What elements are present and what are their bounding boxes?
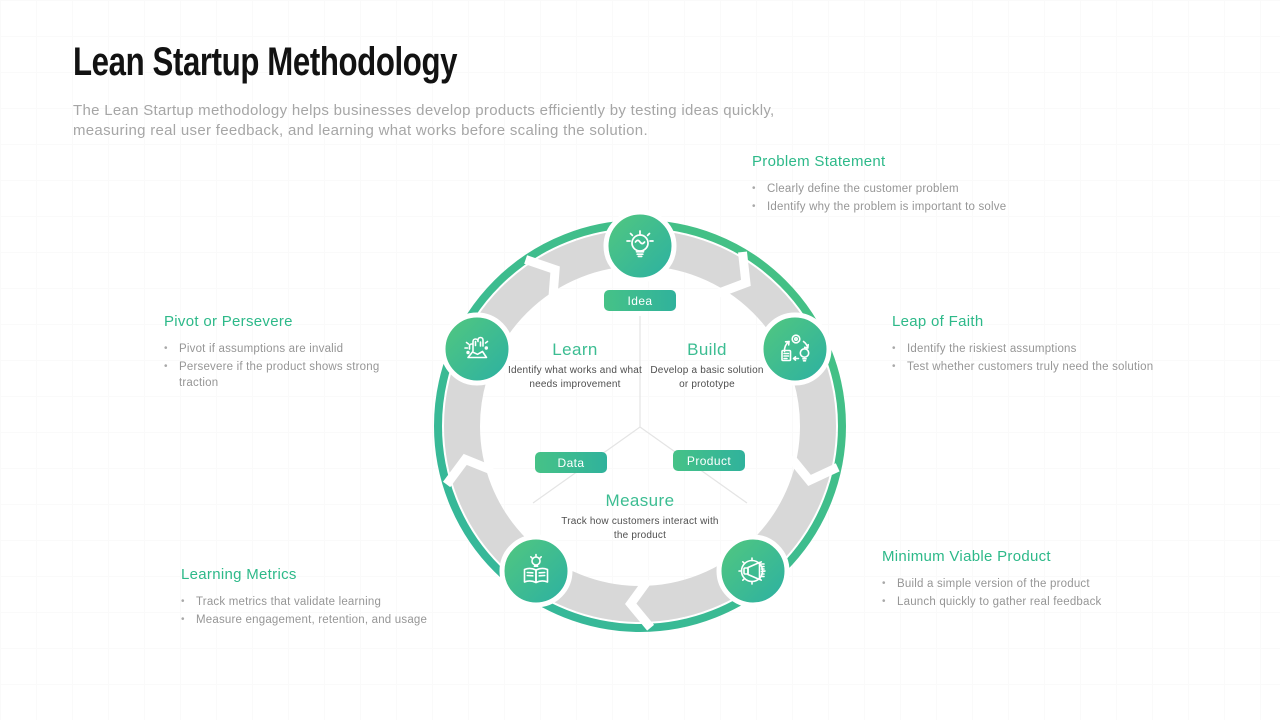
callout-title: Minimum Viable Product <box>882 548 1051 565</box>
bullet-text: Measure engagement, retention, and usage <box>196 614 428 626</box>
bullet-item: • Measure engagement, retention, and usag… <box>181 612 511 628</box>
bullet-text: Pivot if assumptions are invalid <box>179 343 344 355</box>
bullet-item: • Persevere if the product shows strong t… <box>164 359 396 391</box>
bullet-item: • Build a simple version of the product <box>882 576 1212 592</box>
page-title: Lean Startup Methodology <box>73 40 458 84</box>
bullet-item: • Launch quickly to gather real feedback <box>882 594 1212 610</box>
launch-megaphone-gear-icon <box>738 557 766 585</box>
idea-node <box>603 209 677 283</box>
stage-learn-description: Identify what works and what needs impro… <box>508 365 642 390</box>
bullet-dot: • <box>752 183 756 194</box>
arrow-chevrons <box>442 251 840 631</box>
bullet-dot: • <box>164 343 168 354</box>
bullet-dot: • <box>892 343 896 354</box>
bullet-dot: • <box>882 596 886 607</box>
bullet-item: • Clearly define the customer problem <box>752 181 1082 197</box>
stage-build-label: Build <box>687 340 727 359</box>
bullet-dot: • <box>882 578 886 589</box>
callout-minimum-viable-product: Minimum Viable Product • Build a simple v… <box>882 548 1212 612</box>
bullet-text: Persevere if the product shows strong tr… <box>179 361 380 389</box>
callout-pivot-or-persevere: Pivot or Persevere • Pivot if assumptions… <box>164 313 396 393</box>
pivot-node <box>440 312 514 386</box>
bullet-dot: • <box>164 361 168 372</box>
callout-title: Pivot or Persevere <box>164 313 293 330</box>
bullet-text: Build a simple version of the product <box>897 578 1090 590</box>
bullet-text: Test whether customers truly need the so… <box>907 361 1154 373</box>
bullet-text: Launch quickly to gather real feedback <box>897 596 1102 608</box>
product-pill: Product <box>673 450 745 471</box>
stage-measure-description: Track how customers interact with the pr… <box>561 516 719 541</box>
callout-title: Leap of Faith <box>892 313 984 330</box>
callout-learning-metrics: Learning Metrics • Track metrics that val… <box>181 566 511 630</box>
stage-measure-label: Measure <box>605 491 675 510</box>
idea-pill: Idea <box>604 290 676 311</box>
slide-subtitle: The Lean Startup methodology helps busin… <box>73 102 775 139</box>
stage-learn-label: Learn <box>552 340 598 359</box>
bullet-item: • Track metrics that validate learning <box>181 594 511 610</box>
stage-build-description: Develop a basic solution or prototype <box>650 365 764 390</box>
build-iteration-icon <box>781 334 810 362</box>
learning-book-lightbulb-icon <box>523 553 549 584</box>
learning-node <box>499 534 573 608</box>
callout-leap-of-faith: Leap of Faith • Identify the riskiest ass… <box>892 313 1222 377</box>
bullet-dot: • <box>181 614 185 625</box>
pivot-fist-icon <box>464 336 489 359</box>
bullet-text: Identify the riskiest assumptions <box>907 343 1077 355</box>
bullet-item: • Test whether customers truly need the s… <box>892 359 1222 375</box>
bullet-item: • Pivot if assumptions are invalid <box>164 341 396 357</box>
build-node <box>758 312 832 386</box>
bullet-dot: • <box>181 596 185 607</box>
callout-title: Problem Statement <box>752 153 886 170</box>
bullet-text: Clearly define the customer problem <box>767 183 959 195</box>
bullet-text: Identify why the problem is important to… <box>767 201 1007 213</box>
bullet-item: • Identify why the problem is important t… <box>752 199 1082 215</box>
bullet-item: • Identify the riskiest assumptions <box>892 341 1222 357</box>
bullet-dot: • <box>752 201 756 212</box>
bullet-dot: • <box>892 361 896 372</box>
launch-node <box>716 534 790 608</box>
callout-problem-statement: Problem Statement • Clearly define the cu… <box>752 153 1082 217</box>
callout-title: Learning Metrics <box>181 566 297 583</box>
data-pill: Data <box>535 452 607 473</box>
idea-lightbulb-icon <box>626 230 654 258</box>
bullet-text: Track metrics that validate learning <box>196 596 382 608</box>
